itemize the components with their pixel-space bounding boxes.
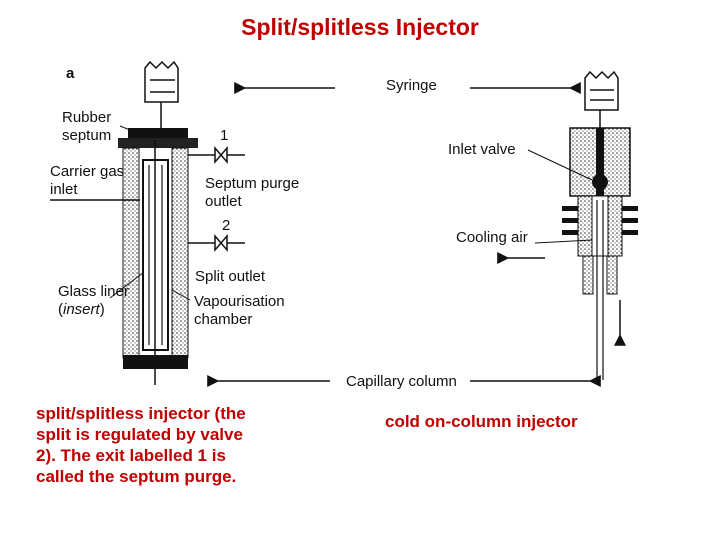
label-carrier-inlet: inlet	[50, 181, 78, 198]
label-glass-liner: Glass liner	[58, 283, 129, 300]
valve-1	[214, 145, 228, 165]
label-septum: septum	[62, 127, 111, 144]
body-wall-left	[122, 147, 140, 359]
label-valve-2: 2	[222, 217, 230, 234]
inlet-valve-ball	[592, 174, 608, 190]
label-insert: (insert)	[58, 301, 105, 318]
label-syringe: Syringe	[386, 77, 437, 94]
label-chamber: chamber	[194, 311, 252, 328]
label-split-outlet: Split outlet	[195, 268, 266, 285]
syringe-right	[584, 70, 619, 130]
caption-cold-on-column: cold on-column injector	[385, 412, 578, 431]
slide-title: Split/splitless Injector	[241, 14, 479, 40]
label-inlet-valve: Inlet valve	[448, 141, 516, 158]
caption-split-splitless: split/splitless injector (the split is r…	[36, 404, 246, 486]
label-vapourisation: Vapourisation	[194, 293, 285, 310]
label-capillary-column: Capillary column	[346, 373, 457, 390]
body-wall-right	[171, 147, 189, 359]
septum-nut	[118, 138, 198, 148]
septum-cap	[128, 128, 188, 140]
cold-on-column-injector	[497, 70, 638, 380]
injector-diagram: a Rubber septum 1 Carrier gas inlet Sept…	[50, 60, 638, 390]
label-septum-purge-outlet: outlet	[205, 193, 243, 210]
label-valve-1: 1	[220, 127, 228, 144]
panel-label-a: a	[66, 65, 75, 82]
split-splitless-injector	[50, 60, 245, 385]
label-cooling-air: Cooling air	[456, 229, 528, 246]
label-septum-purge: Septum purge	[205, 175, 299, 192]
label-carrier-gas: Carrier gas	[50, 163, 124, 180]
valve-2	[214, 233, 228, 253]
label-rubber: Rubber	[62, 109, 111, 126]
syringe-left	[144, 60, 179, 130]
